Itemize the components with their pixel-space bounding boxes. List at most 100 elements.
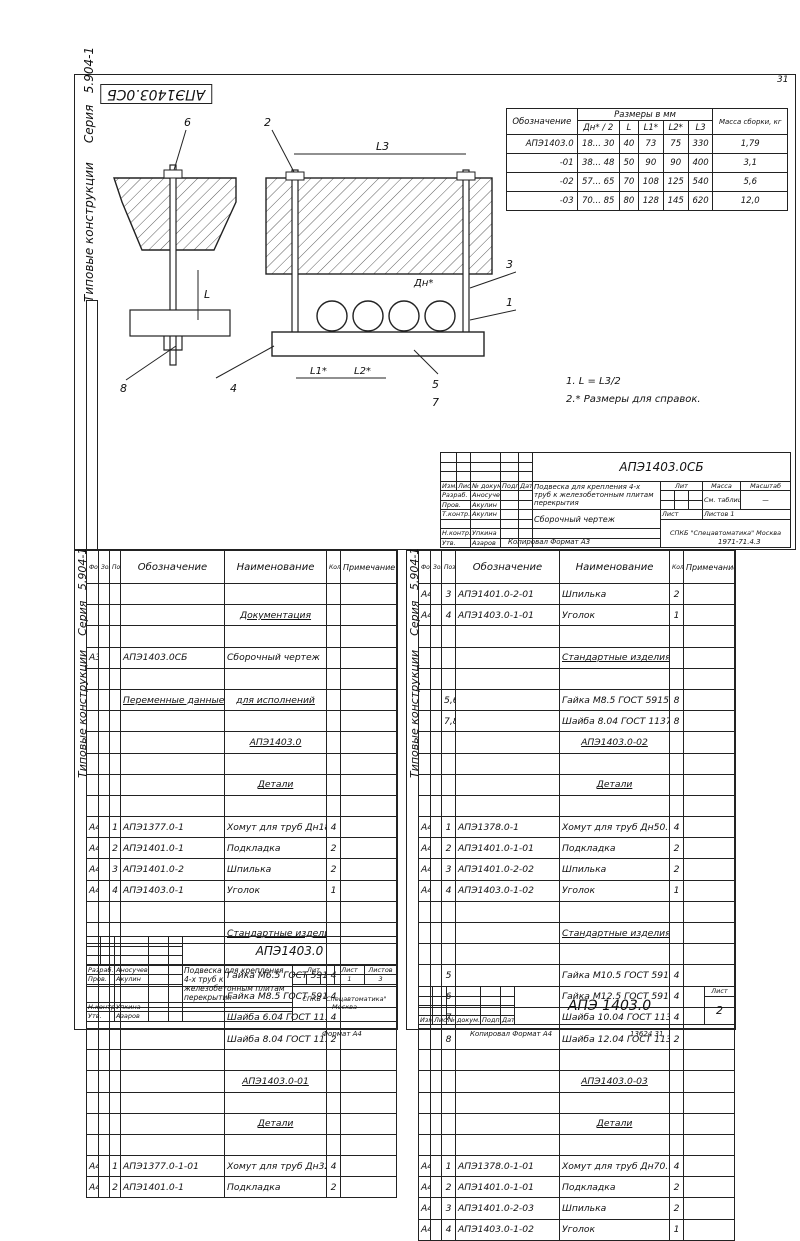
- spec-left-cell: [326, 710, 341, 733]
- title-block-right: АПЭ 1403.0 Лист 2 Изм. Лист № докум. Под…: [418, 986, 735, 1025]
- nkontr-name: Упкина: [470, 528, 501, 539]
- spec-right-cell: Стандартные изделия: [559, 646, 670, 669]
- spec-left-cell: [109, 667, 121, 690]
- sizes-cell: 70... 85: [576, 191, 620, 211]
- spec-right-cell: Хомут для труб Дн50...65: [559, 816, 670, 839]
- spec-right-cell: [430, 667, 442, 690]
- spec-right-cell: [418, 1112, 431, 1135]
- spec-left-cell: [98, 646, 110, 669]
- spec-right-cell: [430, 1176, 442, 1199]
- spec-right-cell: [430, 921, 442, 945]
- spec-right-cell: [455, 773, 560, 796]
- role-tkontr: Т.контр.: [440, 509, 471, 520]
- spec-right-cell: АПЭ1401.0-2-03: [455, 1197, 560, 1220]
- left-razrab-name: Аносучева: [114, 964, 149, 975]
- spec-left-row: [86, 667, 397, 690]
- pipe-left: [129, 309, 231, 337]
- spec-left-cell: Переменные данные: [120, 688, 225, 712]
- spec-left-cell: А4: [86, 879, 99, 902]
- spec-left-cell: [98, 837, 110, 860]
- spec-right-cell: [430, 710, 442, 733]
- spec-left-cell: [340, 710, 397, 733]
- left-role-utv: Утв.: [86, 1011, 115, 1022]
- spec-left-cell: 4: [326, 1155, 341, 1178]
- spec-left-cell: Детали: [224, 773, 327, 796]
- sizes-cell: 145: [662, 191, 689, 211]
- spec-left-cell: [98, 604, 110, 627]
- spec-left-cell: [86, 1027, 99, 1051]
- spec-left-cell: [86, 1112, 99, 1135]
- spec-left-cell: [340, 731, 397, 754]
- spec-right-cell: [669, 646, 684, 669]
- spec-left-cell: 3: [109, 858, 121, 881]
- spec-right-cell: [441, 900, 456, 924]
- spec-right-cell: [683, 1070, 735, 1093]
- spec-right-cell: [669, 900, 684, 924]
- spec-left-cell: [224, 1049, 327, 1072]
- spec-left-cell: [86, 710, 99, 733]
- spec-right-cell: [669, 731, 684, 754]
- spec-left-cell: [326, 1049, 341, 1072]
- sizes-cell: 3,1: [712, 153, 788, 173]
- sizes-cell: 400: [687, 153, 714, 173]
- spec-left-cell: [326, 688, 341, 712]
- spec-right-cell: АПЭ1403.0-1-02: [455, 1218, 560, 1241]
- right-copy-line: Копировал Формат А4: [470, 1030, 553, 1038]
- spec-right-cell: [455, 794, 560, 818]
- spec-left-row: Детали: [86, 773, 397, 796]
- spec-right-cell: [683, 1218, 735, 1241]
- spec-left-cell: [326, 1133, 341, 1157]
- left-org: СПКБ "Спецавтоматика" Москва: [291, 983, 398, 1022]
- spec-right-col-pos: Поз.: [441, 550, 456, 584]
- spec-left-cell: [109, 625, 121, 648]
- spec-right-cell: [418, 943, 431, 966]
- spec-right-cell: 2: [669, 1176, 684, 1199]
- spec-right-cell: [441, 752, 456, 775]
- spec-right-cell: А4: [418, 858, 431, 881]
- spec-right-cell: [455, 752, 560, 775]
- spec-left-cell: [98, 816, 110, 839]
- spec-right-cell: [455, 688, 560, 712]
- stud-2: [462, 169, 470, 347]
- spec-right-cell: [669, 1091, 684, 1114]
- spec-right-cell: [418, 1091, 431, 1114]
- sizes-cell: 540: [687, 172, 714, 192]
- spec-left-cell: [86, 752, 99, 775]
- spec-right-cell: [455, 921, 560, 945]
- spec-right-cell: 8: [441, 1027, 456, 1051]
- left-sheet-value: 1: [334, 974, 365, 985]
- spec-left-cell: [120, 900, 225, 924]
- spec-left-cell: [326, 731, 341, 754]
- spec-right-cell: [441, 1112, 456, 1135]
- spec-right-cell: 2: [669, 582, 684, 606]
- spec-left-cell: [224, 1091, 327, 1114]
- spec-left-cell: 1: [109, 816, 121, 839]
- spec-left-cell: А4: [86, 837, 99, 860]
- spec-left-cell: [98, 858, 110, 881]
- spec-left-cell: [120, 1091, 225, 1114]
- spec-right-cell: АПЭ1403.0-1-02: [455, 879, 560, 902]
- series-value: 5.904-1: [82, 46, 96, 94]
- assembly-drawing: L L3 Дн* L1* L2* 6 2 3 1 4 5 7 8: [113, 116, 516, 409]
- spec-right-cell: [683, 837, 735, 860]
- spec-left-cell: [98, 582, 110, 606]
- mirrored-code-stamp: АПЭ1403.0СБ: [100, 84, 213, 104]
- role-izm: Изм.: [440, 480, 457, 491]
- spec-left-cell: [224, 625, 327, 648]
- spec-right-cell: [441, 773, 456, 796]
- spec-left-cell: [340, 794, 397, 818]
- spec-right-cell: [683, 900, 735, 924]
- spec-right-cell: АПЭ1401.0-1-01: [455, 1176, 560, 1199]
- col-l1: L1*: [637, 120, 664, 135]
- left-role-prov: Пров.: [86, 974, 115, 985]
- spec-right-cell: [418, 773, 431, 796]
- spec-left-cell: [98, 1027, 110, 1051]
- spec-right-cell: [669, 943, 684, 966]
- spec-left-cell: 2: [326, 1176, 341, 1199]
